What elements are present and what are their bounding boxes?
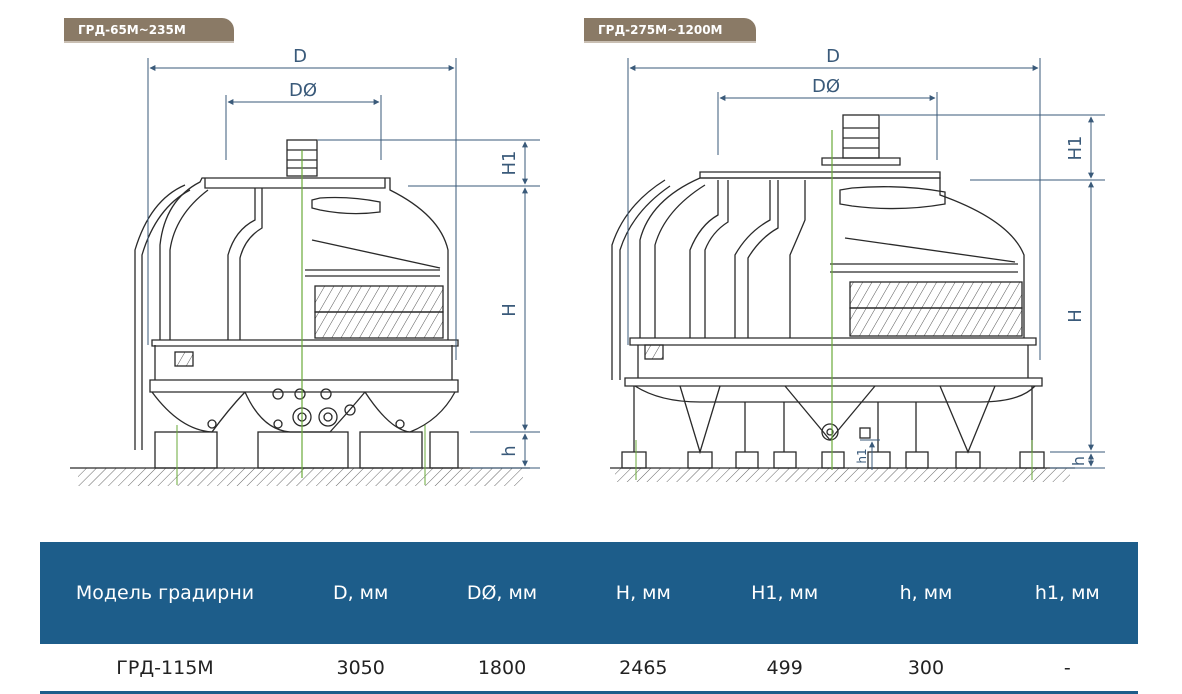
cell-h-small: 300 bbox=[855, 644, 997, 694]
cell-model: ГРД-115М bbox=[40, 644, 290, 694]
dim-label-h-left: h bbox=[499, 445, 520, 456]
table-row: ГРД-115М 3050 1800 2465 499 300 - bbox=[40, 644, 1138, 694]
dim-label-H1-right: H1 bbox=[1065, 136, 1086, 161]
cell-h: 2465 bbox=[572, 644, 714, 694]
col-header-h1-small: h1, мм bbox=[996, 542, 1138, 644]
dim-label-H1-left: H1 bbox=[499, 151, 520, 176]
spec-table-header-row: Модель градирни D, мм DØ, мм H, мм H1, м… bbox=[40, 542, 1138, 644]
dim-label-D-right: D bbox=[826, 46, 840, 67]
col-header-do: DØ, мм bbox=[431, 542, 573, 644]
spec-table: Модель градирни D, мм DØ, мм H, мм H1, м… bbox=[40, 542, 1138, 694]
cell-h1: 499 bbox=[713, 644, 856, 694]
dim-label-DO-left: DØ bbox=[289, 80, 317, 101]
col-header-h1: H1, мм bbox=[713, 542, 856, 644]
col-header-d: D, мм bbox=[290, 542, 432, 644]
dim-label-D-left: D bbox=[293, 46, 307, 67]
dim-label-h1-right: h1 bbox=[855, 448, 869, 463]
dim-label-H-right: H bbox=[1065, 309, 1086, 323]
cell-d: 3050 bbox=[290, 644, 432, 694]
model-tag-left: ГРД-65М~235М bbox=[64, 18, 234, 42]
tower-left bbox=[70, 139, 530, 486]
col-header-h: H, мм bbox=[572, 542, 714, 644]
col-header-h-small: h, мм bbox=[855, 542, 997, 644]
col-header-model: Модель градирни bbox=[40, 542, 290, 644]
cell-do: 1800 bbox=[431, 644, 573, 694]
model-tag-right: ГРД-275М~1200М bbox=[584, 18, 756, 42]
dim-label-H-left: H bbox=[499, 303, 520, 317]
tag-underline-left bbox=[64, 41, 234, 43]
cell-h1-small: - bbox=[996, 644, 1138, 694]
tag-underline-right bbox=[584, 41, 756, 43]
tower-right bbox=[610, 114, 1075, 482]
dim-label-DO-right: DØ bbox=[812, 76, 840, 97]
dimensions-right bbox=[627, 58, 1105, 470]
cooling-tower-drawings: D DØ H1 H h bbox=[70, 46, 1105, 486]
dim-label-h-right: h bbox=[1069, 456, 1088, 466]
dimensions-left bbox=[147, 58, 540, 469]
